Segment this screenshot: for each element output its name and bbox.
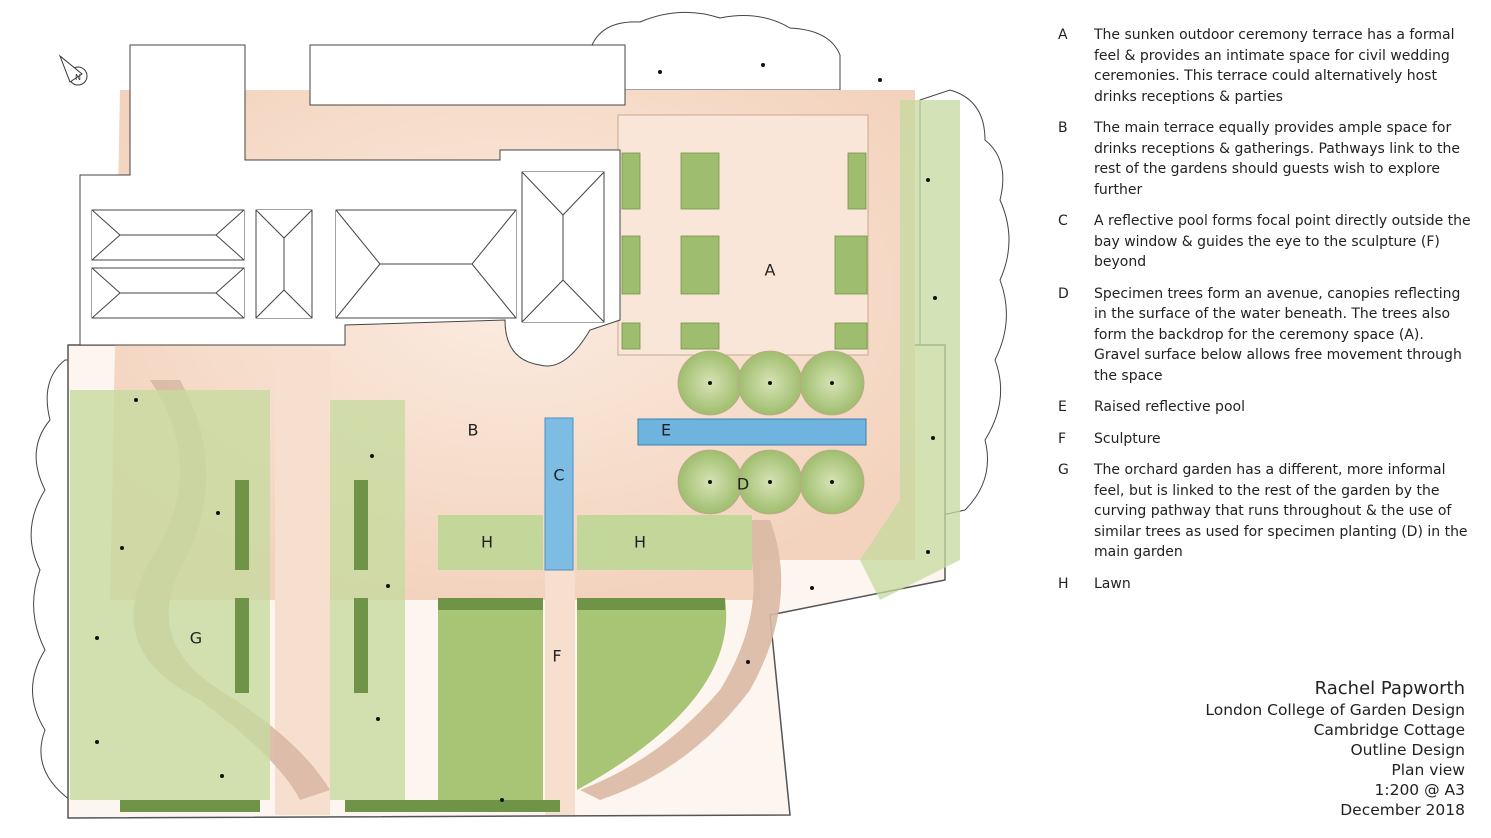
right-planting-strip xyxy=(860,100,960,600)
ceremony-terrace-A xyxy=(617,114,869,356)
lawns-H xyxy=(438,515,752,800)
legend-text: Raised reflective pool xyxy=(1094,399,1245,415)
legend-text: A reflective pool forms focal point dire… xyxy=(1094,213,1471,270)
reflective-pool-C xyxy=(544,417,574,571)
label-G: G xyxy=(190,629,202,648)
legend-text: The orchard garden has a different, more… xyxy=(1094,462,1468,560)
ceremony-hedges xyxy=(621,152,868,350)
legend-key: B xyxy=(1058,120,1068,136)
legend: A The sunken outdoor ceremony terrace ha… xyxy=(1058,25,1473,605)
orchard-garden-G xyxy=(70,390,560,812)
tree-trunk-dots xyxy=(95,63,937,802)
svg-text:N: N xyxy=(75,73,81,82)
label-C: C xyxy=(553,466,564,485)
legend-key: E xyxy=(1058,399,1067,415)
legend-text: The sunken outdoor ceremony terrace has … xyxy=(1094,27,1455,105)
designer-name: Rachel Papworth xyxy=(1314,678,1465,699)
legend-item-E: E Raised reflective pool xyxy=(1058,397,1473,418)
college-name: London College of Garden Design xyxy=(1205,701,1465,719)
legend-key: F xyxy=(1058,430,1067,447)
garden-plan: N A B C D E F G H H xyxy=(30,11,1010,819)
label-H-right: H xyxy=(634,533,646,552)
label-E: E xyxy=(661,421,671,440)
legend-item-B: B The main terrace equally provides ampl… xyxy=(1058,118,1473,200)
view-type: Plan view xyxy=(1391,761,1465,779)
legend-key: A xyxy=(1058,27,1068,43)
drawing-scale: 1:200 @ A3 xyxy=(1374,781,1466,799)
label-B: B xyxy=(468,421,479,440)
legend-text: The main terrace equally provides ample … xyxy=(1094,120,1460,198)
legend-key: D xyxy=(1058,285,1069,302)
legend-item-D: D Specimen trees form an avenue, canopie… xyxy=(1058,284,1473,387)
legend-item-F: F Sculpture xyxy=(1058,429,1473,450)
legend-key: C xyxy=(1058,213,1068,229)
legend-item-C: C A reflective pool forms focal point di… xyxy=(1058,211,1473,273)
drawing-date: December 2018 xyxy=(1340,801,1465,819)
label-F: F xyxy=(552,647,561,666)
legend-item-G: G The orchard garden has a different, mo… xyxy=(1058,460,1473,563)
house-building xyxy=(79,44,626,367)
design-stage: Outline Design xyxy=(1350,741,1465,759)
label-A: A xyxy=(765,261,776,280)
legend-key: H xyxy=(1058,575,1069,592)
legend-item-H: H Lawn xyxy=(1058,574,1473,595)
title-block: Rachel Papworth London College of Garden… xyxy=(1045,678,1465,820)
legend-item-A: A The sunken outdoor ceremony terrace ha… xyxy=(1058,25,1473,107)
label-H-left: H xyxy=(481,533,493,552)
legend-key: G xyxy=(1058,462,1069,478)
project-name: Cambridge Cottage xyxy=(1313,721,1465,739)
legend-text: Lawn xyxy=(1094,575,1131,592)
north-arrow-icon: N xyxy=(58,54,88,86)
legend-text: Sculpture xyxy=(1094,430,1161,447)
raised-pool-E xyxy=(637,418,867,446)
label-D: D xyxy=(737,475,749,494)
legend-text: Specimen trees form an avenue, canopies … xyxy=(1094,285,1462,384)
